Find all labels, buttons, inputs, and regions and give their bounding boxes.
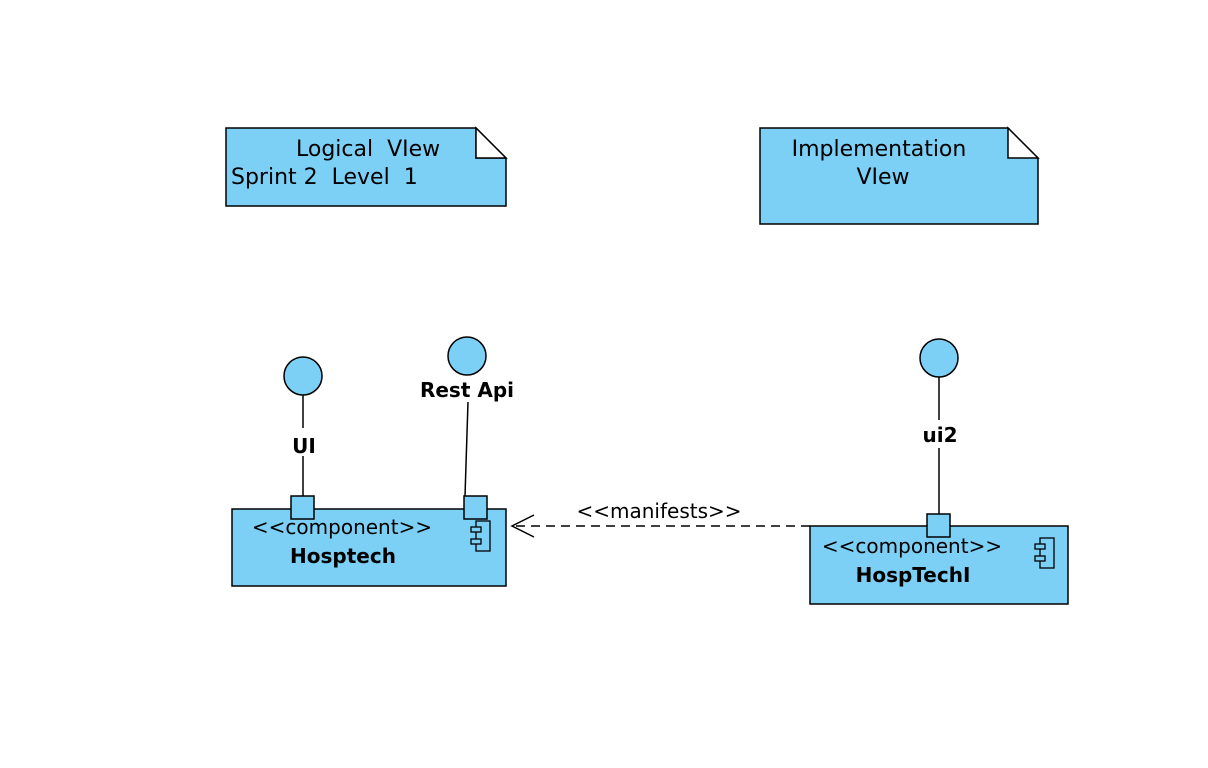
manifests-relation[interactable]: <<manifests>>: [510, 499, 810, 538]
implementation-view-title: Implementation: [792, 137, 967, 162]
note-body: [759, 127, 1039, 225]
interface-rest-api[interactable]: Rest Api: [420, 336, 514, 520]
interface-lollipop-icon: [919, 338, 959, 378]
interface-connector: [464, 401, 469, 497]
component-stereotype: <<component>>: [822, 534, 1002, 558]
component-icon: [1034, 537, 1055, 569]
implementation-view-note[interactable]: Implementation VIew: [759, 126, 1040, 225]
note-body: [225, 127, 507, 207]
port: [290, 495, 315, 520]
interface-label: Rest Api: [420, 378, 514, 402]
open-arrow-icon: [510, 514, 535, 538]
label-background: [918, 420, 960, 448]
logical-view-title: Logical VIew: [296, 137, 440, 162]
note-fold-fill: [1007, 126, 1040, 159]
component-name: HospTechI: [856, 563, 971, 587]
component-stereotype: <<component>>: [252, 515, 432, 539]
component-box: [231, 508, 507, 587]
interface-label: ui2: [922, 423, 957, 447]
port: [926, 513, 951, 538]
component-name: Hosptech: [290, 544, 396, 568]
interface-label: UI: [292, 434, 316, 458]
implementation-view-subtitle: VIew: [856, 165, 909, 190]
component-icon: [470, 520, 491, 552]
relation-label: <<manifests>>: [576, 499, 741, 523]
port: [463, 495, 488, 520]
interface-lollipop-icon: [283, 356, 323, 396]
interface-ui[interactable]: UI: [283, 356, 323, 520]
logical-view-note[interactable]: Logical VIew Sprint 2 Level 1: [225, 126, 508, 207]
interface-lollipop-icon: [447, 336, 487, 376]
note-fold-fill: [475, 126, 508, 159]
component-box: [809, 525, 1069, 605]
interface-ui2[interactable]: ui2: [918, 338, 960, 538]
component-hosptechi[interactable]: <<component>> HospTechI: [809, 525, 1069, 605]
component-hosptech[interactable]: <<component>> Hosptech: [231, 508, 507, 587]
logical-view-subtitle: Sprint 2 Level 1: [231, 165, 418, 190]
label-background: [289, 428, 319, 456]
